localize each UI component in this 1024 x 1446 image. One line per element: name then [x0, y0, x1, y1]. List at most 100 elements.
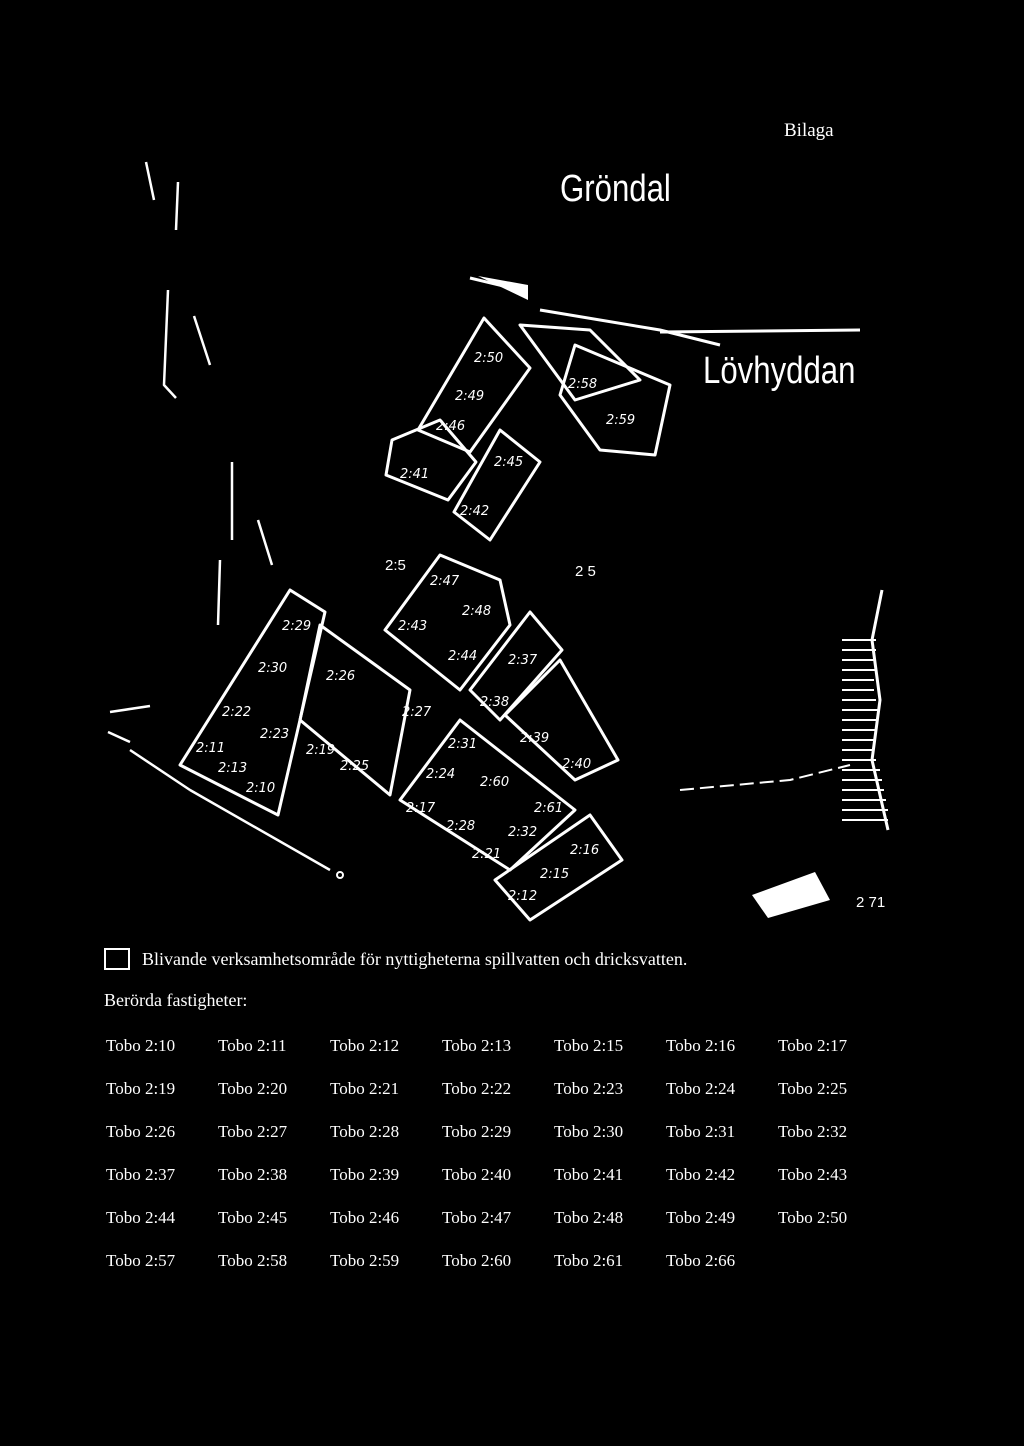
property-item: Tobo 2:13 — [442, 1036, 512, 1055]
lot-label: 2:25 — [340, 759, 369, 774]
property-item: Tobo 2:11 — [218, 1036, 287, 1055]
lot-label: 2:39 — [520, 731, 549, 746]
hatched-area — [842, 639, 888, 821]
property-item: Tobo 2:50 — [778, 1208, 848, 1227]
lot-boundary-2-26 — [298, 623, 412, 797]
lot-label: 2:29 — [282, 619, 311, 634]
lot-label: 2:41 — [400, 467, 429, 482]
property-item: Tobo 2:46 — [330, 1208, 400, 1227]
property-item: Tobo 2:61 — [554, 1251, 624, 1270]
road-arrow-shape — [478, 276, 528, 300]
lot-label: 2:30 — [258, 661, 287, 676]
lot-label: 2:50 — [474, 351, 503, 366]
lot-label: 2:37 — [508, 653, 538, 668]
properties-list: Tobo 2:10 Tobo 2:11 Tobo 2:12 Tobo 2:13 … — [106, 1036, 890, 1294]
lot-label: 2:47 — [430, 574, 460, 589]
place-name-lovhyddan: Lövhyddan — [703, 350, 856, 392]
property-item: Tobo 2:45 — [218, 1208, 288, 1227]
lot-boundary-2-45 — [452, 428, 542, 542]
lot-label: 2:24 — [426, 767, 455, 782]
property-item: Tobo 2:15 — [554, 1036, 624, 1055]
property-item: Tobo 2:21 — [330, 1079, 400, 1098]
property-item: Tobo 2:59 — [330, 1251, 400, 1270]
legend-square-icon — [104, 948, 130, 970]
place-name-grondal: Gröndal — [560, 168, 671, 210]
property-item: Tobo 2:58 — [218, 1251, 288, 1270]
property-item: Tobo 2:32 — [778, 1122, 848, 1141]
lot-label: 2:19 — [306, 743, 335, 758]
legend: Blivande verksamhetsområde för nyttighet… — [104, 948, 687, 970]
property-item: Tobo 2:40 — [442, 1165, 512, 1184]
property-item: Tobo 2:16 — [666, 1036, 736, 1055]
property-item: Tobo 2:49 — [666, 1208, 736, 1227]
property-item: Tobo 2:47 — [442, 1208, 512, 1227]
property-item: Tobo 2:41 — [554, 1165, 624, 1184]
lot-boundary-2-50 — [416, 316, 532, 454]
lot-label: 2:61 — [534, 801, 563, 816]
lot-label: 2:42 — [460, 504, 489, 519]
lot-boundary-2-24 — [398, 718, 577, 872]
property-item: Tobo 2:30 — [554, 1122, 624, 1141]
lot-label: 2:15 — [540, 867, 569, 882]
property-item: Tobo 2:42 — [666, 1165, 736, 1184]
lot-label: 2:59 — [606, 413, 635, 428]
property-item: Tobo 2:66 — [666, 1251, 736, 1270]
lot-label: 2:43 — [398, 619, 427, 634]
lot-label: 2:23 — [260, 727, 289, 742]
property-item: Tobo 2:44 — [106, 1208, 176, 1227]
lot-label: 2:48 — [462, 604, 491, 619]
property-item: Tobo 2:17 — [778, 1036, 848, 1055]
properties-heading: Berörda fastigheter: — [104, 990, 248, 1010]
area-number: 2 5 — [575, 563, 596, 580]
lot-boundary-2-41 — [384, 418, 478, 502]
property-item: Tobo 2:24 — [666, 1079, 736, 1098]
property-item: Tobo 2:60 — [442, 1251, 512, 1270]
property-item: Tobo 2:19 — [106, 1079, 176, 1098]
lot-boundary-2-47 — [383, 553, 512, 692]
road-line-east — [679, 764, 851, 791]
lot-label: 2:10 — [246, 781, 275, 796]
bilaga-label: Bilaga — [784, 120, 834, 141]
property-item: Tobo 2:25 — [778, 1079, 848, 1098]
lot-label: 2:32 — [508, 825, 537, 840]
lot-label: 2:26 — [326, 669, 355, 684]
point-marker — [336, 871, 344, 879]
lot-boundary-2-59 — [558, 343, 672, 457]
lot-label: 2:28 — [446, 819, 475, 834]
lot-label: 2:38 — [480, 695, 509, 710]
shore-line-east — [870, 589, 890, 831]
property-item: Tobo 2:23 — [554, 1079, 624, 1098]
lot-label: 2:31 — [448, 737, 477, 752]
lot-label: 2:27 — [402, 705, 432, 720]
lot-label: 2:49 — [455, 389, 484, 404]
property-item: Tobo 2:31 — [666, 1122, 736, 1141]
lot-label: 2:11 — [196, 741, 225, 756]
property-item: Tobo 2:29 — [442, 1122, 512, 1141]
area-number: 2 71 — [856, 894, 886, 911]
property-item: Tobo 2:10 — [106, 1036, 176, 1055]
lot-label: 2:45 — [494, 455, 523, 470]
lot-boundary-2-29 — [178, 588, 327, 817]
lot-label: 2:17 — [406, 801, 436, 816]
lot-boundary-2-39 — [503, 658, 620, 782]
lot-label: 2:40 — [562, 757, 591, 772]
lot-label: 2:16 — [570, 843, 599, 858]
property-map: 2:50 2:49 2:46 2:41 2:45 2:42 2:58 2:59 … — [107, 161, 890, 922]
lot-label: 2:44 — [448, 649, 477, 664]
map-wedge-shape — [752, 872, 830, 918]
property-item: Tobo 2:26 — [106, 1122, 176, 1141]
lot-label: 2:58 — [568, 377, 597, 392]
lot-label: 2:22 — [222, 705, 251, 720]
property-item: Tobo 2:28 — [330, 1122, 400, 1141]
property-item: Tobo 2:12 — [330, 1036, 400, 1055]
lot-label: 2:46 — [436, 419, 465, 434]
lot-boundary-2-16 — [493, 813, 624, 922]
lot-label: 2:12 — [508, 889, 537, 904]
road-line-west — [107, 704, 331, 872]
property-item: Tobo 2:48 — [554, 1208, 624, 1227]
legend-label: Blivande verksamhetsområde för nyttighet… — [142, 948, 688, 969]
lot-label: 2:13 — [218, 761, 247, 776]
property-item: Tobo 2:22 — [442, 1079, 512, 1098]
property-item: Tobo 2:38 — [218, 1165, 288, 1184]
